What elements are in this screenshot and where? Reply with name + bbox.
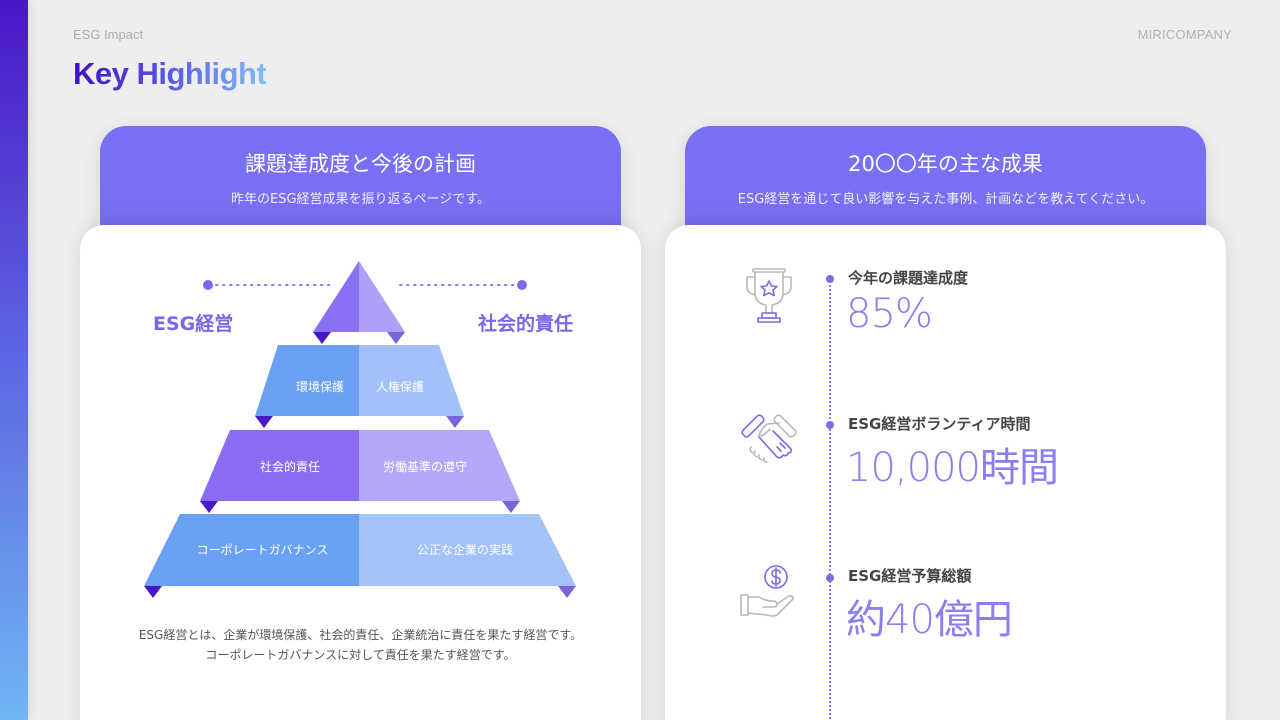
handshake-icon [741, 414, 797, 463]
timeline-dot [826, 421, 834, 429]
timeline-dot [826, 574, 834, 582]
right-connector [399, 280, 527, 290]
timeline-line [829, 277, 831, 720]
tier-1-left: 環境保護 [295, 380, 344, 394]
stat-label: ESG経営予算総額 [848, 567, 972, 585]
timeline-dot [826, 275, 834, 283]
right-card-body: 今年の課題達成度 85% ESG経営ボランティア時間 10,000時間 [665, 225, 1226, 720]
side-accent-bar [0, 0, 28, 720]
stat-label: 今年の課題達成度 [848, 269, 969, 287]
left-card-title: 課題達成度と今後の計画 [245, 152, 476, 176]
trophy-icon [746, 268, 792, 323]
stat-value: 約40億円 [846, 597, 1013, 643]
tier-2-left: 社会的責任 [259, 460, 320, 474]
section-kicker: ESG Impact [73, 27, 144, 42]
pyramid-right-label: 社会的責任 [478, 313, 574, 335]
right-card-header: 20〇〇年の主な成果 ESG経営を通じて良い影響を与えた事例、計画などを教えてく… [685, 126, 1206, 236]
stat-label: ESG経営ボランティア時間 [848, 415, 1031, 433]
right-card-title: 20〇〇年の主な成果 [848, 152, 1043, 176]
description-line-1: ESG経営とは、企業が環境保護、社会的責任、企業統治に責任を果たす経営です。 [138, 628, 583, 642]
stat-achievement: 今年の課題達成度 85% [665, 265, 1226, 385]
left-card-subtitle: 昨年のESG経営成果を振り返るページです。 [231, 192, 490, 207]
right-card-subtitle: ESG経営を通じて良い影響を与えた事例、計画などを教えてください。 [737, 192, 1154, 207]
tier-1-right: 人権保護 [375, 380, 424, 394]
stat-value: 10,000時間 [846, 445, 1059, 491]
stat-volunteer-hours: ESG経営ボランティア時間 10,000時間 [665, 414, 1226, 535]
tier-3-left: コーポレートガバナンス [196, 543, 329, 557]
left-connector [203, 280, 333, 290]
pyramid-left-label: ESG経営 [153, 313, 234, 335]
stat-value: 85% [846, 291, 933, 337]
tier-3-right: 公正な企業の実践 [416, 543, 513, 557]
tier-2-right: 労働基準の遵守 [382, 460, 467, 474]
stat-budget: ESG経営予算総額 約40億円 [665, 565, 1226, 687]
page-title: Key Highlight [73, 56, 267, 91]
pyramid-description: ESG経営とは、企業が環境保護、社会的責任、企業統治に責任を果たす経営です。 コ… [80, 625, 641, 665]
left-card-body: ESG経営 社会的責任 環境保護 人権保護 社会的責任 労働基準の遵守 コーポレ… [80, 225, 641, 720]
esg-pyramid-diagram [144, 261, 576, 598]
brand-name: MIRICOMPANY [1137, 27, 1232, 42]
left-card-header: 課題達成度と今後の計画 昨年のESG経営成果を振り返るページです。 [100, 126, 621, 236]
hand-dollar-icon [740, 565, 794, 617]
description-line-2: コーポレートガバナンスに対して責任を果たす経営です。 [205, 648, 516, 662]
